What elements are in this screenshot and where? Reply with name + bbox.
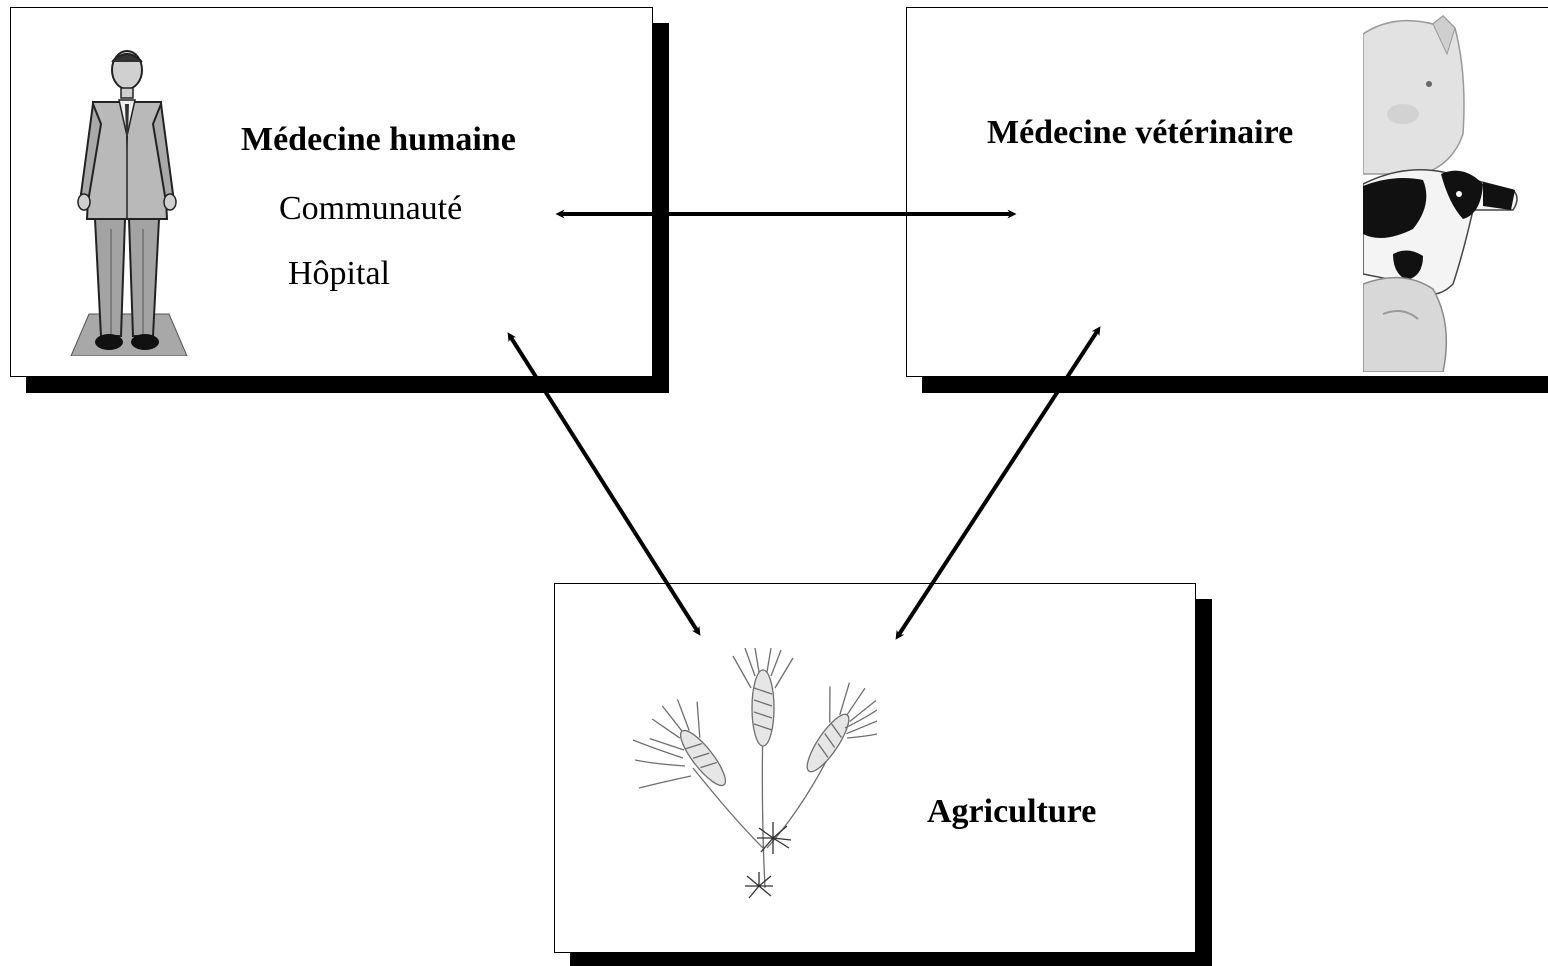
- agriculture-title: Agriculture: [927, 793, 1097, 830]
- wheat-icon: [633, 648, 877, 899]
- veterinary-medicine-title: Médecine vétérinaire: [987, 114, 1294, 151]
- community-label: Communauté: [279, 190, 463, 227]
- hospital-label: Hôpital: [288, 255, 390, 292]
- human-medicine-title: Médecine humaine: [241, 121, 516, 158]
- farm-animals-icon: [1363, 14, 1518, 372]
- veterinary-medicine-box: Médecine vétérinaire: [906, 7, 1548, 377]
- agriculture-box: Agriculture: [554, 583, 1196, 953]
- human-medicine-box: Médecine humaine Communauté Hôpital: [10, 7, 653, 377]
- man-in-suit-icon: [70, 50, 188, 356]
